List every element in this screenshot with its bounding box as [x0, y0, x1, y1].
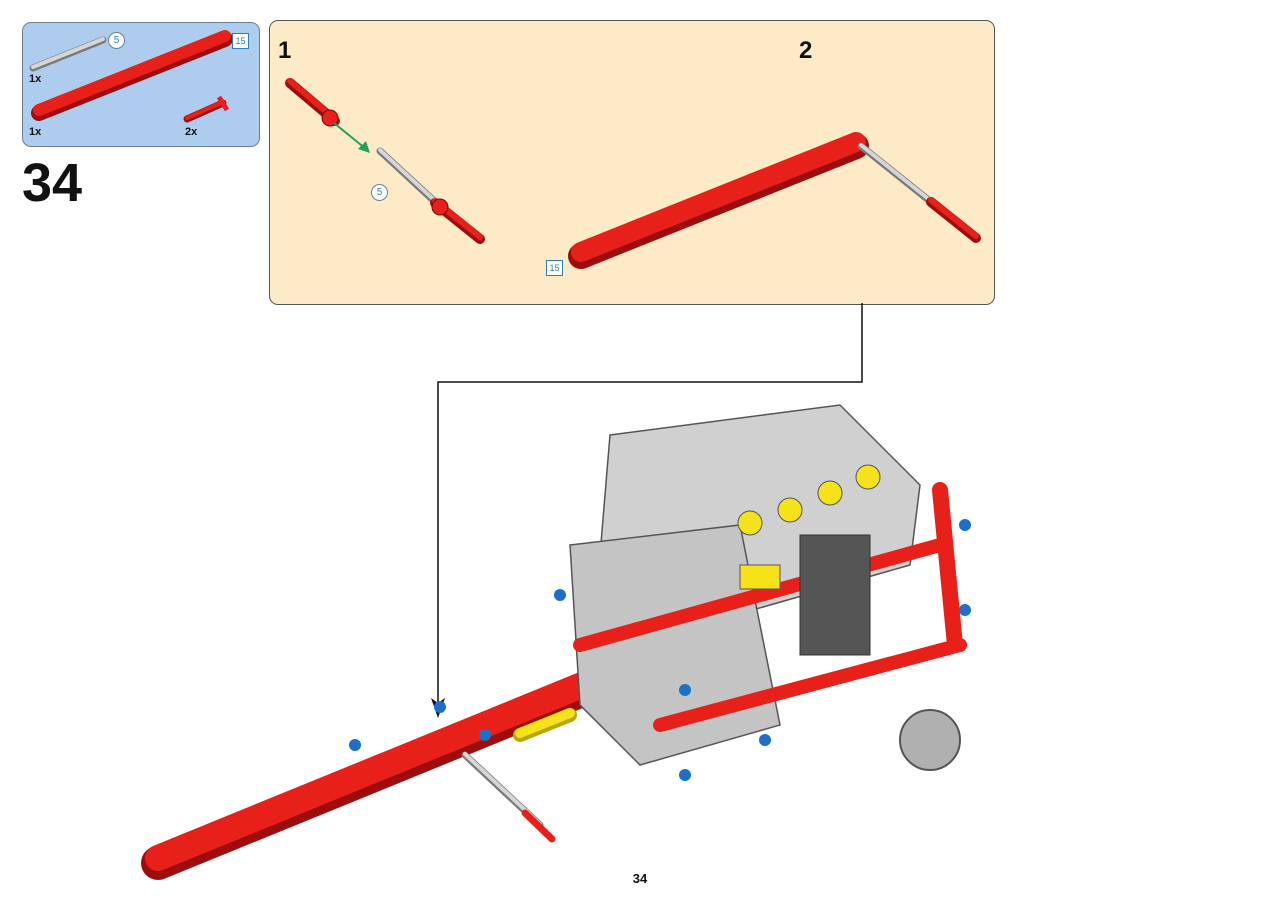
substep-1-axle-length-label: 5: [371, 184, 388, 201]
page-number: 34: [632, 871, 648, 886]
model-illustration: [141, 404, 971, 880]
beam-length-label: 15: [232, 33, 249, 49]
substep-1-number: 1: [278, 37, 292, 64]
insert-arrow-icon: [333, 122, 370, 153]
step-number: 34: [22, 153, 83, 213]
subassembly-box: 1 2 5 15: [269, 20, 995, 305]
axle-pin-qty: 2x: [185, 126, 198, 138]
substep-2-illustration: [568, 132, 981, 269]
axle-pin-icon: [183, 95, 230, 123]
axle-length-label: 5: [108, 32, 125, 49]
substep-2-beam-length-label: 15: [546, 260, 563, 276]
axle-qty: 1x: [29, 73, 42, 85]
beam-qty: 1x: [29, 126, 42, 138]
beam-icon: [31, 30, 233, 121]
substep-1-illustration: [285, 78, 485, 244]
substep-2-number: 2: [799, 37, 813, 64]
parts-list: 5 1x 15 1x 2x: [22, 22, 260, 147]
axle-icon: [29, 36, 107, 72]
